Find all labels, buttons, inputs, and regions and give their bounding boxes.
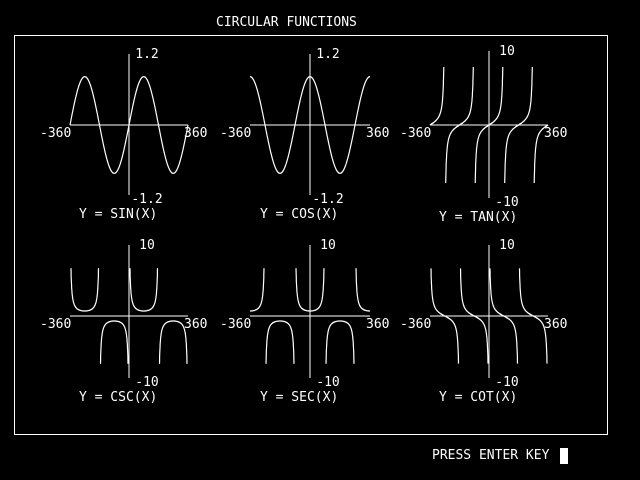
- x-max-label: 360: [544, 317, 568, 332]
- curve-sin: [69, 76, 189, 174]
- function-label: Y = SIN(X): [79, 207, 158, 222]
- curve-sec: [250, 268, 370, 364]
- x-min-label: -360: [40, 317, 72, 332]
- x-min-label: -360: [220, 317, 252, 332]
- x-min-label: -360: [400, 126, 432, 141]
- curve-tan: [429, 66, 549, 184]
- curve-cot: [430, 268, 548, 364]
- y-min-label: -1.2: [312, 192, 344, 207]
- y-min-label: -10: [495, 195, 519, 210]
- x-max-label: 360: [366, 126, 390, 141]
- function-label: Y = CSC(X): [79, 390, 158, 405]
- plot-frame: [14, 35, 608, 435]
- x-max-label: 360: [544, 126, 568, 141]
- y-max-label: 1.2: [135, 47, 159, 62]
- x-min-label: -360: [220, 126, 252, 141]
- function-label: Y = SEC(X): [260, 390, 339, 405]
- x-min-label: -360: [400, 317, 432, 332]
- y-max-label: 10: [499, 238, 515, 253]
- x-max-label: 360: [184, 126, 208, 141]
- press-enter-prompt: PRESS ENTER KEY: [432, 448, 550, 463]
- x-max-label: 360: [184, 317, 208, 332]
- curve-csc: [70, 268, 188, 364]
- block-cursor-icon[interactable]: [560, 448, 568, 464]
- y-min-label: -1.2: [131, 192, 163, 207]
- x-max-label: 360: [366, 317, 390, 332]
- x-min-label: -360: [40, 126, 72, 141]
- y-min-label: -10: [495, 375, 519, 390]
- y-max-label: 10: [499, 44, 515, 59]
- function-label: Y = TAN(X): [439, 210, 518, 225]
- y-min-label: -10: [135, 375, 159, 390]
- function-label: Y = COS(X): [260, 207, 339, 222]
- y-min-label: -10: [316, 375, 340, 390]
- page-title: CIRCULAR FUNCTIONS: [216, 15, 357, 30]
- function-label: Y = COT(X): [439, 390, 518, 405]
- curve-cos: [250, 76, 370, 174]
- y-max-label: 1.2: [316, 47, 340, 62]
- y-max-label: 10: [320, 238, 336, 253]
- y-max-label: 10: [139, 238, 155, 253]
